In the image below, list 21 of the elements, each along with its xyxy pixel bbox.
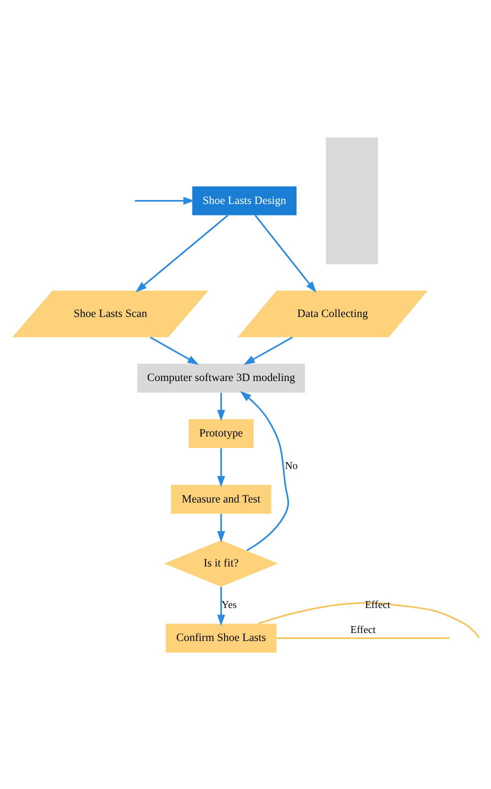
arrow [216, 448, 225, 487]
edge-label: Effect [350, 624, 376, 636]
arrow [134, 196, 194, 204]
connector [276, 636, 449, 638]
edge-label: No [284, 460, 298, 472]
node-box: Measure and Test [170, 484, 271, 514]
arrow [216, 586, 225, 626]
arrow [240, 390, 289, 551]
node-diamond: Is it fit? [164, 540, 278, 586]
arrow [243, 336, 292, 364]
arrow [216, 514, 225, 542]
arrow [135, 214, 228, 292]
node-box: Confirm Shoe Lasts [165, 623, 276, 652]
arrow [216, 392, 225, 421]
arrow [254, 214, 316, 292]
node-box: Shoe Lasts Design [192, 186, 296, 215]
arrow [149, 336, 198, 364]
node-box: Computer software 3D modeling [136, 363, 304, 392]
connector [258, 602, 480, 638]
node-box: Prototype [188, 418, 254, 448]
node-box [325, 136, 378, 264]
